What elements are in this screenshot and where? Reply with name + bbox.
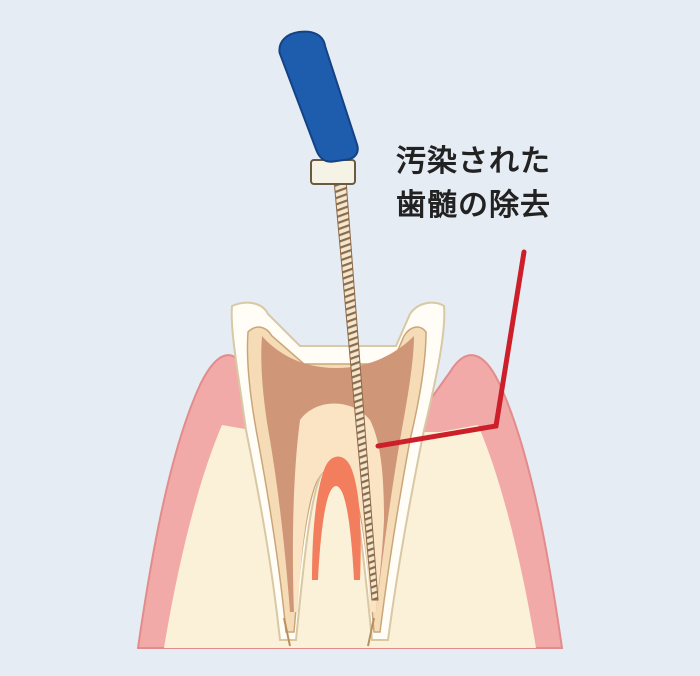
callout-line-1: 汚染された [396, 144, 551, 179]
endodontic-file-icon [278, 30, 379, 601]
inflamed-pulp [312, 456, 361, 580]
callout-label: 汚染された 歯髄の除去 [396, 140, 626, 228]
file-handle [278, 30, 359, 163]
root-apex-left [283, 617, 291, 647]
callout-line-2: 歯髄の除去 [396, 188, 551, 223]
leader-line [375, 249, 527, 449]
file-collar [310, 159, 356, 185]
root-apex-right [367, 617, 375, 647]
